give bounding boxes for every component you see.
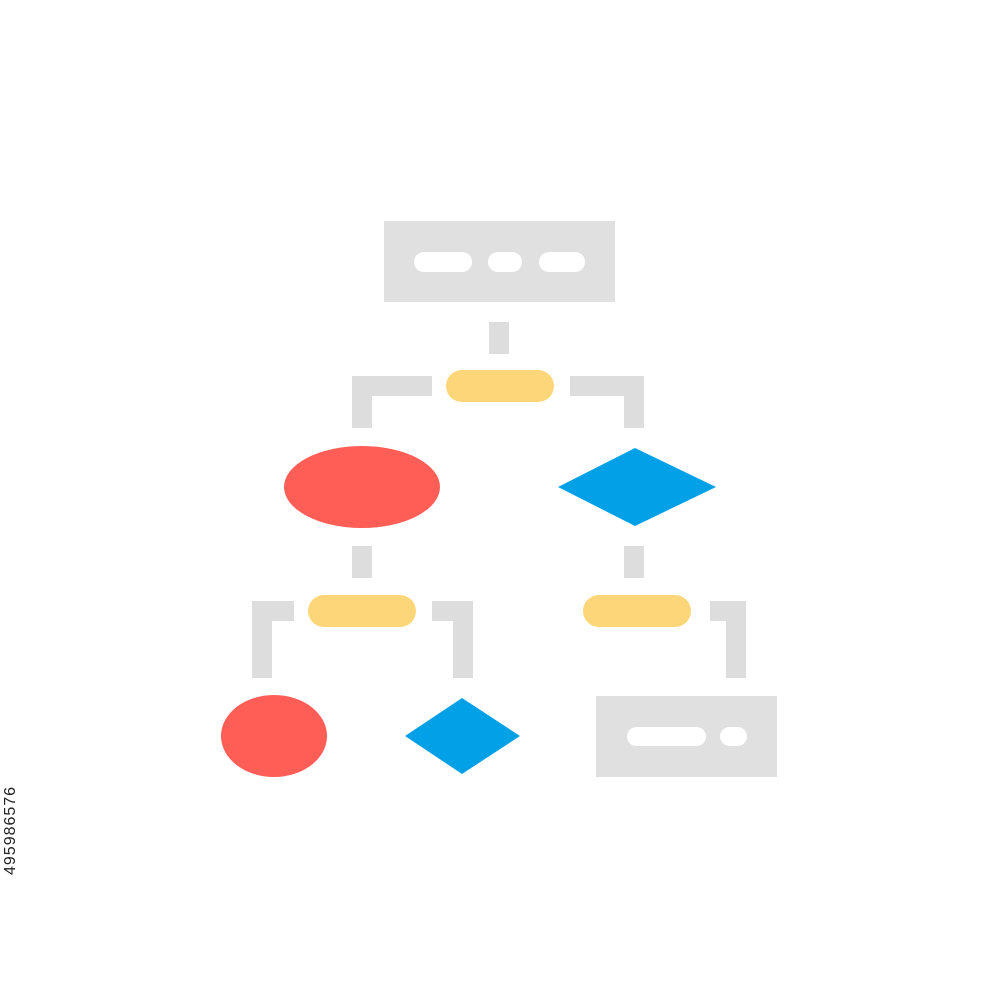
condition-label-icon [308, 595, 416, 627]
decision-diamond-icon [558, 448, 716, 526]
condition-label-icon [583, 595, 691, 627]
decision-diamond-icon [405, 698, 520, 774]
terminal-oval-icon [221, 695, 327, 777]
connector-right-branch [710, 601, 746, 678]
bottom-box-dash-2 [720, 727, 747, 746]
top-box-dash-3 [539, 252, 585, 272]
condition-label-icon [446, 370, 554, 402]
process-box-icon [384, 221, 615, 302]
top-box-dash-1 [414, 252, 472, 272]
bottom-box-dash-1 [627, 727, 706, 746]
connector-lines [252, 322, 746, 678]
connector-left-branch [252, 601, 294, 678]
connector-mid-branch [432, 601, 473, 678]
connector-top-left-branch [352, 376, 432, 428]
connector-top-right-branch [570, 376, 644, 428]
stock-id-label: 495986576 [2, 785, 19, 875]
top-box-dash-2 [488, 252, 522, 272]
process-box-icon [596, 696, 777, 777]
terminal-oval-icon [284, 446, 440, 528]
